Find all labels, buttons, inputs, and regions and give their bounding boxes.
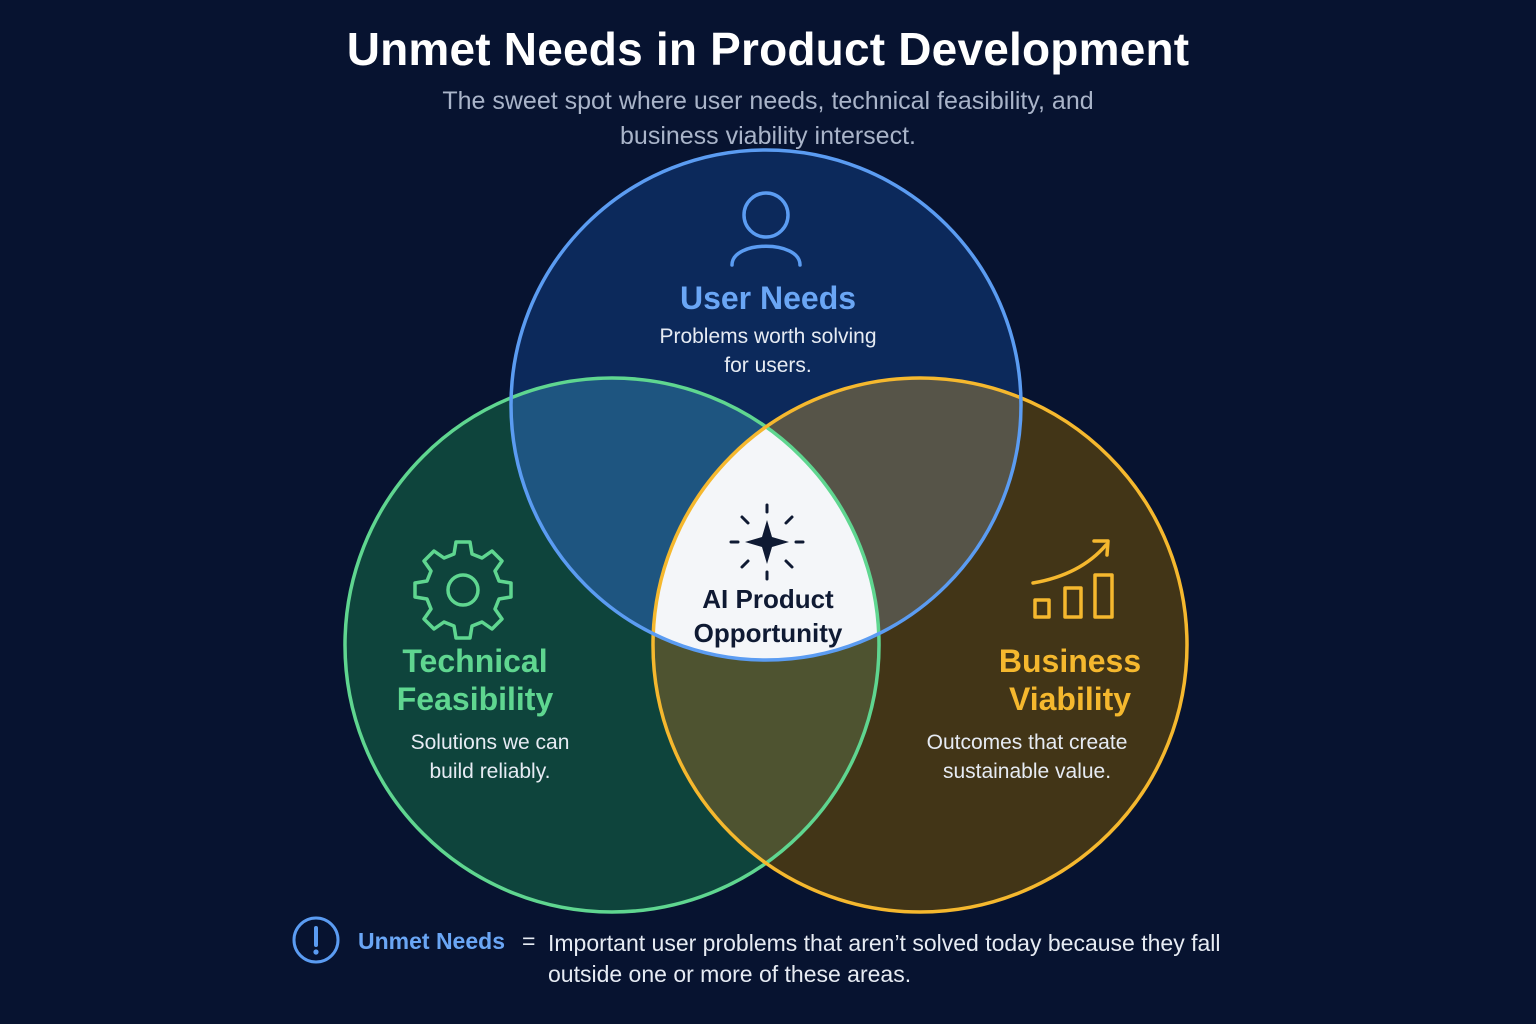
page-subtitle: The sweet spot where user needs, technic… (442, 87, 1094, 150)
technical-feasibility-title: Technical Feasibility (396, 643, 554, 717)
business-viability-title: Business Viability (998, 643, 1142, 717)
footer-note: Unmet Needs = Important user problems th… (292, 916, 1292, 996)
technical-feasibility-description: Solutions we can build reliably. (410, 731, 570, 783)
footer-definition: Important user problems that aren’t solv… (548, 930, 1221, 987)
center-intersection (653, 378, 879, 660)
footer-term: Unmet Needs (358, 928, 505, 954)
gear-icon (413, 540, 513, 640)
page-title: Unmet Needs in Product Development (346, 23, 1190, 75)
user-icon (730, 191, 802, 267)
footer-equals: = (522, 928, 536, 954)
user-needs-circle-outline (509, 148, 1023, 662)
growth-chart-icon (1031, 539, 1114, 619)
user-needs-description: Problems worth solving for users. (659, 325, 877, 377)
technical-feasibility-circle-outline (343, 376, 881, 914)
business-viability-description: Outcomes that create sustainable value. (926, 731, 1128, 783)
business-viability-circle-outline (651, 376, 1189, 914)
alert-icon (292, 916, 340, 964)
ai-product-opportunity-label: AI Product Opportunity (693, 584, 843, 648)
user-needs-title: User Needs (679, 280, 857, 316)
sparkle-icon (729, 503, 805, 581)
